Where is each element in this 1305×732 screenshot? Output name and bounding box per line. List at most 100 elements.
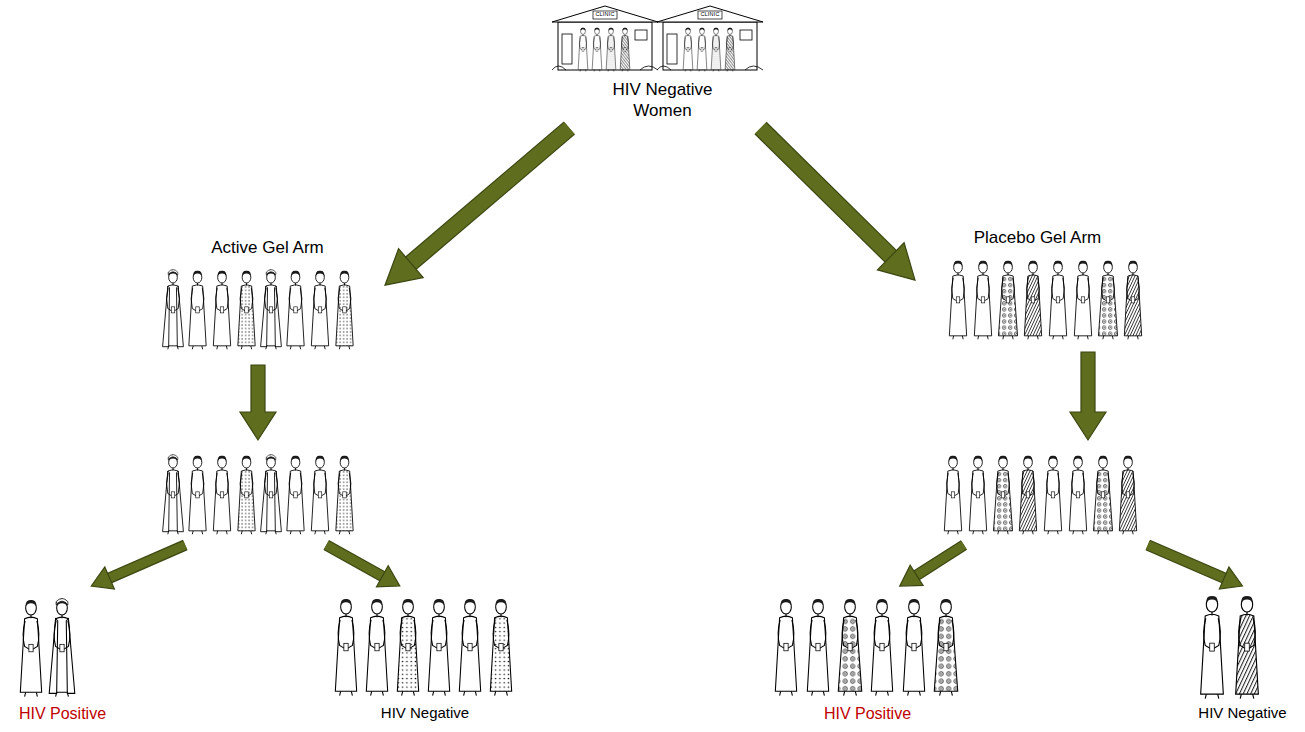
arrow-head [1219, 567, 1242, 589]
arrow-shaft [761, 128, 895, 260]
clinic-door [667, 34, 677, 64]
woman-figure [261, 270, 282, 350]
woman-figure [366, 599, 387, 696]
women-group [335, 599, 511, 696]
woman-figure [944, 456, 961, 534]
woman-figure [1093, 456, 1112, 534]
arrow-shaft [1148, 545, 1227, 579]
women-group [949, 261, 1141, 339]
node-label: HIV Negative [1198, 704, 1286, 722]
woman-figure [261, 455, 282, 535]
woman-figure [998, 261, 1017, 339]
woman-figure [213, 456, 230, 534]
clinic-wall [663, 22, 757, 70]
figure-group: HIV Positive [5, 586, 120, 728]
sign-text: CLINIC [700, 12, 719, 18]
women-group [944, 456, 1136, 534]
woman-figure [903, 599, 924, 696]
figure-group: HIV Negative [1185, 586, 1300, 728]
figure-group: HIV Positive [760, 586, 975, 728]
figure-group: Active Gel Arm [150, 232, 385, 545]
node-label: HIV Negative [381, 704, 469, 722]
woman-figure [1098, 261, 1117, 339]
woman-figure [287, 456, 304, 534]
arrow-outline [107, 545, 185, 579]
clinic-window [740, 30, 752, 40]
clinic-sign [698, 11, 722, 19]
woman-figure [620, 28, 630, 72]
flow-arrow [326, 545, 400, 587]
down-arrow [240, 365, 276, 440]
woman-figure [163, 270, 184, 350]
woman-figure [1049, 261, 1066, 339]
clinic-building [552, 6, 658, 72]
woman-figure [711, 28, 721, 72]
woman-figure [336, 456, 353, 534]
clinic-building [657, 6, 763, 72]
woman-figure [397, 599, 418, 696]
woman-figure [311, 456, 328, 534]
women-group [163, 455, 354, 535]
figure-group: HIV Negative [320, 586, 530, 728]
clinic-roof [552, 6, 658, 22]
arrow-head [900, 565, 923, 586]
node-label: Active Gel Arm [211, 238, 323, 259]
woman-figure [336, 271, 353, 349]
down-arrow [1070, 352, 1106, 440]
arrow-head [376, 566, 399, 587]
arrow-outline [1148, 545, 1227, 579]
arrow-head [877, 243, 915, 280]
woman-figure [969, 456, 986, 534]
flow-arrow [761, 128, 916, 280]
woman-figure [238, 271, 255, 349]
woman-figure [934, 599, 957, 696]
arrow-head [91, 567, 114, 589]
woman-figure [287, 271, 304, 349]
clinic-wall [558, 22, 652, 70]
woman-figure [871, 599, 892, 696]
clinic-roof [657, 6, 763, 22]
woman-figure [1074, 261, 1091, 339]
woman-figure [49, 598, 75, 696]
woman-figure [1019, 456, 1036, 534]
woman-figure [213, 271, 230, 349]
flow-arrow [91, 545, 185, 589]
arrow-outline [407, 128, 569, 266]
woman-figure [838, 599, 861, 696]
flow-arrow [1148, 545, 1243, 589]
woman-figure [20, 600, 41, 697]
woman-figure [189, 456, 206, 534]
woman-figure [683, 28, 693, 72]
woman-figure [974, 261, 991, 339]
shrub [657, 66, 763, 70]
flow-arrow [385, 128, 569, 285]
arrow-shaft [914, 545, 964, 577]
woman-figure [1069, 456, 1086, 534]
shrub [552, 66, 658, 70]
woman-figure [459, 599, 480, 696]
node-label: HIV Positive [824, 704, 911, 724]
arrow-shaft [326, 545, 385, 578]
node-label: HIV Positive [19, 704, 106, 724]
clinic-sign [593, 11, 617, 19]
women-group [775, 599, 957, 696]
woman-figure [807, 599, 828, 696]
clinic-window [635, 30, 647, 40]
woman-figure [189, 271, 206, 349]
woman-figure [592, 28, 602, 72]
women-group [163, 270, 354, 350]
clinic-door [562, 34, 572, 64]
flow-arrow [900, 545, 964, 586]
woman-figure [775, 599, 796, 696]
arrow-outline [914, 545, 964, 577]
woman-figure [1124, 261, 1141, 339]
arrow-outline [326, 545, 385, 578]
woman-figure [311, 271, 328, 349]
women-group [1201, 596, 1259, 699]
arrow-outline [761, 128, 895, 260]
woman-figure [490, 599, 511, 696]
woman-figure [1024, 261, 1041, 339]
woman-figure [335, 599, 356, 696]
sign-slot: CLINIC [700, 12, 719, 18]
